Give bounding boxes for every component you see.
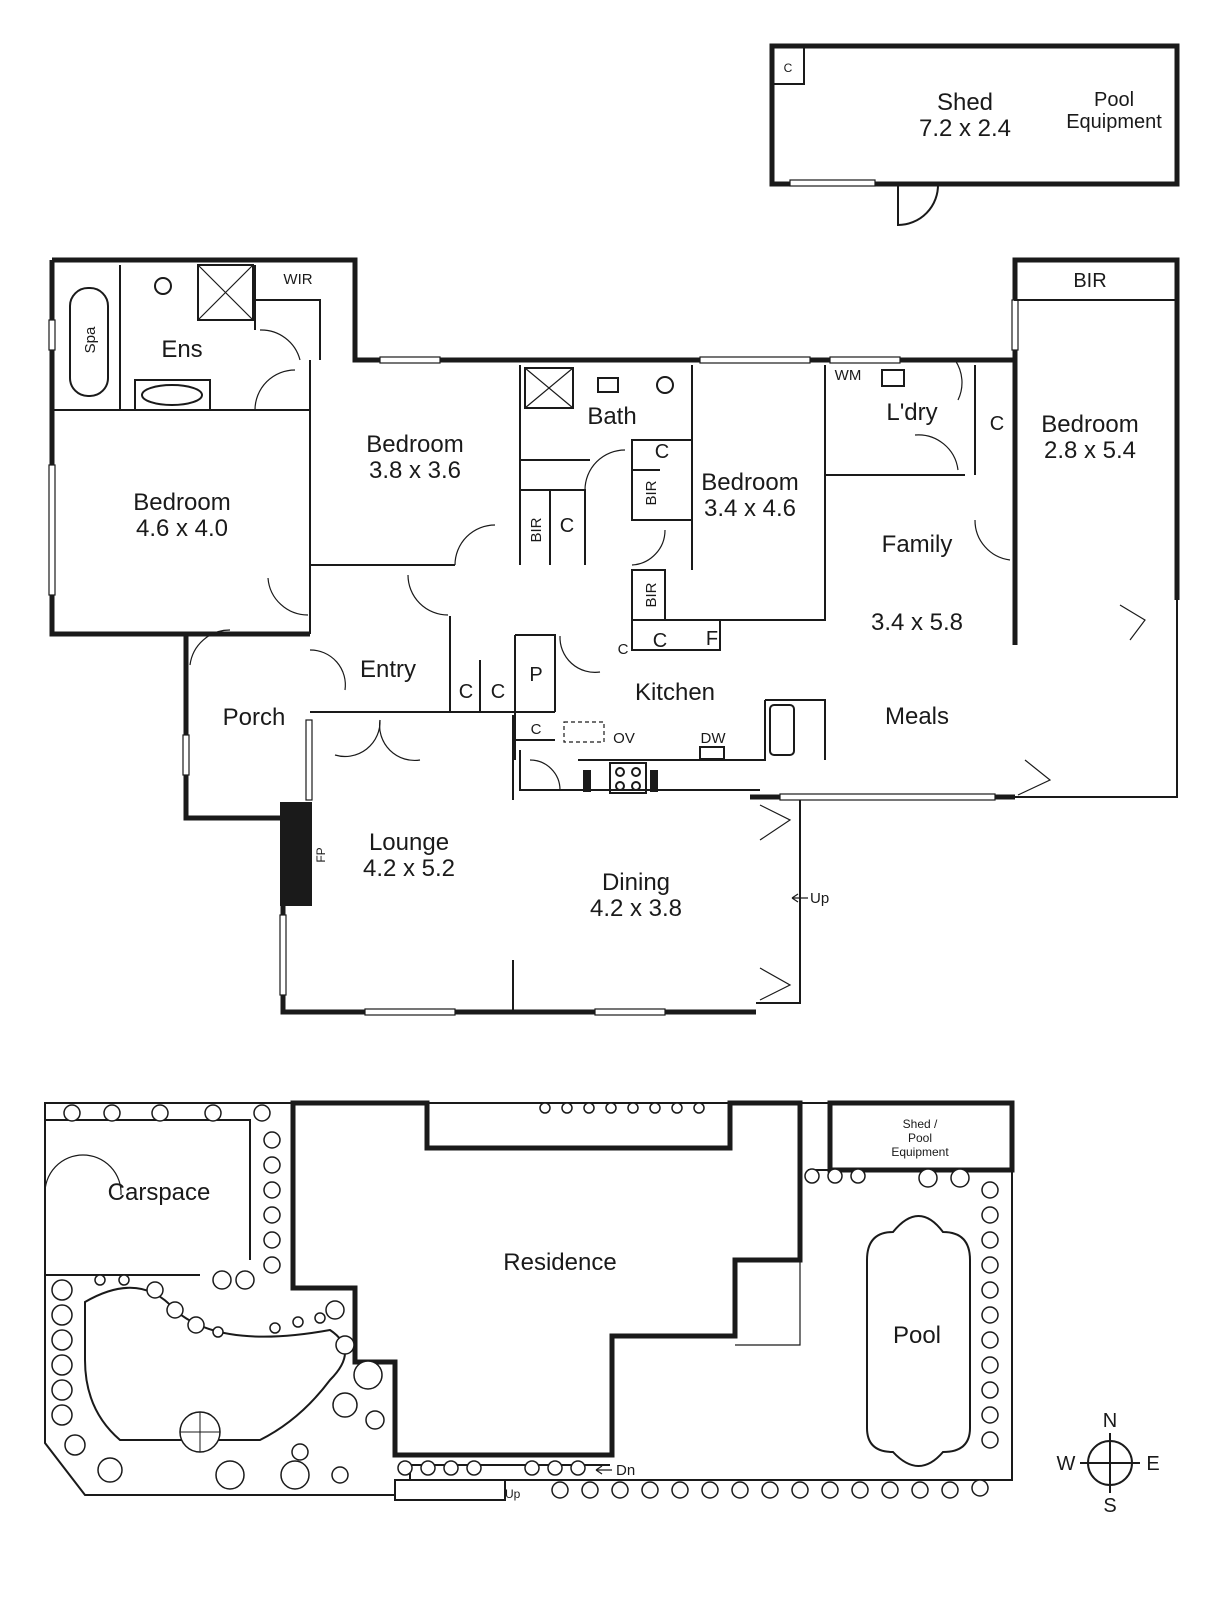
meals-label: Meals	[885, 703, 949, 730]
fireplace-label: FP	[314, 847, 328, 862]
site-plan: Carspace Residence Pool Shed / Pool Equi…	[44, 1100, 1015, 1501]
cupboard-kitchen-2: C	[618, 641, 629, 658]
bedroom-4-dims: 2.8 x 5.4	[1044, 437, 1136, 464]
entry-label: Entry	[360, 656, 416, 683]
oven-label: OV	[613, 730, 635, 747]
up-label-site: Up	[505, 1487, 521, 1501]
site-shed-line3: Equipment	[891, 1145, 949, 1159]
shed-cupboard-label: C	[784, 61, 793, 75]
family-dims: 3.4 x 5.8	[871, 609, 963, 636]
shrub-row-top-left	[63, 1104, 271, 1122]
dining-dims: 4.2 x 3.8	[590, 895, 682, 922]
cupboard-entry-1: C	[459, 681, 473, 703]
bedroom-2-dims: 3.8 x 3.6	[369, 457, 461, 484]
pool-label: Pool	[893, 1322, 941, 1349]
shed-name: Shed	[937, 89, 993, 116]
shed-dims: 7.2 x 2.4	[919, 115, 1011, 142]
pantry-label: P	[529, 664, 542, 686]
compass-rose: N S E W	[1057, 1410, 1160, 1517]
bir-label-bed3-lower: BIR	[643, 582, 660, 607]
shrub-column-west	[51, 1279, 123, 1483]
shrub-row-front-residence	[397, 1460, 586, 1476]
master-bedroom-dims: 4.6 x 4.0	[136, 515, 228, 542]
spa-label: Spa	[82, 326, 99, 353]
shrub-column-east	[981, 1181, 999, 1449]
compass-west: W	[1057, 1453, 1076, 1475]
wir-label: WIR	[283, 271, 312, 288]
lounge-dims: 4.2 x 5.2	[363, 855, 455, 882]
shrub-row-bottom-left	[215, 1443, 349, 1490]
bedroom-3-name: Bedroom	[701, 469, 798, 496]
dishwasher-label: DW	[701, 730, 727, 747]
site-shed-line1: Shed /	[903, 1117, 938, 1131]
compass-north: N	[1103, 1410, 1117, 1432]
cupboard-kitchen-3: C	[531, 721, 542, 738]
up-label-dining: Up	[810, 890, 829, 907]
fixtures	[69, 264, 905, 794]
master-bedroom-name: Bedroom	[133, 489, 230, 516]
compass-south: S	[1103, 1495, 1116, 1517]
bedroom-3-dims: 3.4 x 4.6	[704, 495, 796, 522]
garden-shrubs	[51, 1102, 999, 1499]
cupboard-entry-2: C	[491, 681, 505, 703]
cupboard-bed2: C	[560, 515, 574, 537]
family-name: Family	[882, 531, 953, 558]
shed-pool-equipment-line2: Equipment	[1066, 111, 1162, 133]
kitchen-label: Kitchen	[635, 679, 715, 706]
bath-label: Bath	[587, 403, 636, 430]
carspace-label: Carspace	[108, 1179, 211, 1206]
cupboard-bed4: C	[990, 413, 1004, 435]
cupboard-kitchen-1: C	[653, 630, 667, 652]
site-shed-line2: Pool	[908, 1131, 932, 1145]
dining-name: Dining	[602, 869, 670, 896]
porch-label: Porch	[223, 704, 286, 731]
bir-label-bed3-upper: BIR	[643, 480, 660, 505]
compass-east: E	[1146, 1453, 1159, 1475]
shrub-feature-tree	[179, 1411, 221, 1453]
door-swings	[189, 329, 1146, 1001]
bir-label-bed4: BIR	[1073, 270, 1106, 292]
shrub-row-south-pool	[551, 1479, 989, 1499]
house-floor-plan: Ens Spa WIR Bedroom 4.6 x 4.0 Bedroom 3.…	[48, 257, 1180, 1016]
shed-pool-equipment-line1: Pool	[1094, 89, 1134, 111]
lounge-name: Lounge	[369, 829, 449, 856]
residence-label: Residence	[503, 1249, 616, 1276]
laundry-label: L'dry	[886, 399, 937, 426]
shrub-column-carspace	[263, 1131, 281, 1274]
shed-building: C Shed 7.2 x 2.4 Pool Equipment	[769, 43, 1180, 227]
bedroom-4-name: Bedroom	[1041, 411, 1138, 438]
shrub-cluster-east-garden	[212, 1270, 385, 1430]
ensuite-label: Ens	[161, 336, 202, 363]
bir-label-bed2: BIR	[528, 517, 545, 542]
shrub-row-residence-north	[539, 1102, 705, 1114]
washing-machine-label: WM	[835, 367, 862, 384]
shrub-row-garden-curve	[94, 1274, 326, 1338]
cupboard-bath: C	[655, 441, 669, 463]
shrub-row-pool-north	[804, 1168, 970, 1188]
bedroom-2-name: Bedroom	[366, 431, 463, 458]
fridge-label: F	[706, 628, 718, 650]
down-label-site: Dn	[616, 1462, 635, 1479]
